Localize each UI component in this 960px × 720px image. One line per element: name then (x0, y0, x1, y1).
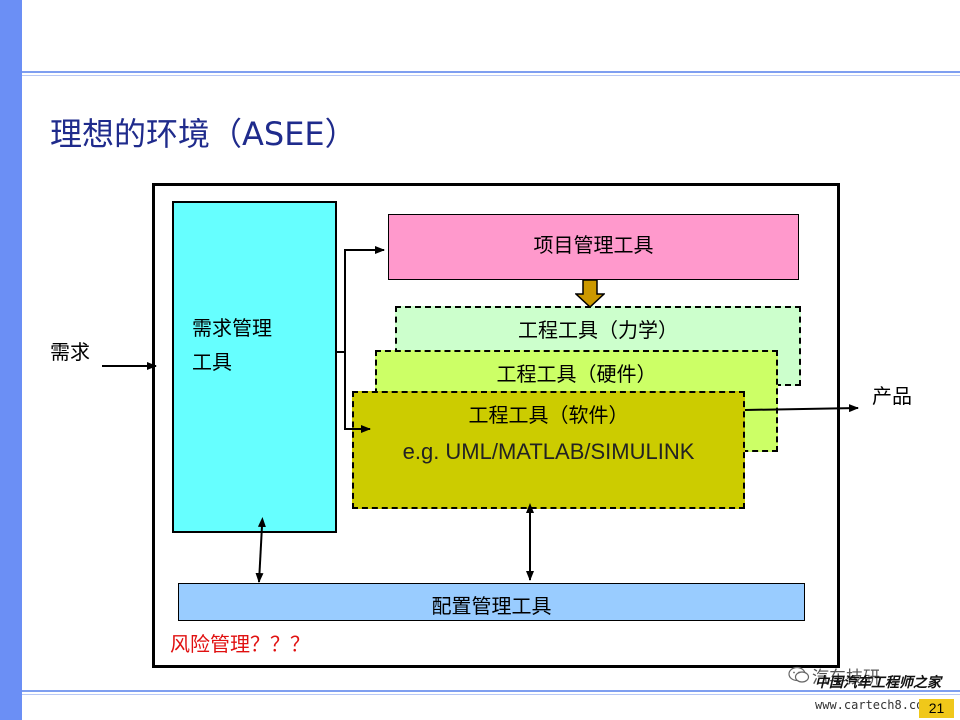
left-accent-bar (0, 0, 22, 720)
wechat-icon (788, 666, 810, 683)
project-to-engineering-arrow (575, 280, 605, 308)
watermark-site-name: 中国汽车工程师之家 (815, 675, 941, 691)
page-number-badge: 21 (919, 699, 954, 718)
engineering-tool-software-label: 工程工具（软件） (468, 403, 629, 427)
engineering-tool-software-example: e.g. UML/MATLAB/SIMULINK (402, 439, 695, 464)
engineering-tool-software-box: 工程工具（软件） e.g. UML/MATLAB/SIMULINK (352, 391, 745, 509)
requirements-tool-label-line1: 需求管理 (192, 316, 272, 340)
requirements-config-arrow (255, 517, 266, 583)
diagram-frame (152, 183, 840, 668)
config-tool-box: 配置管理工具 (178, 583, 805, 621)
project-tool-label: 项目管理工具 (533, 233, 654, 257)
footer-divider (22, 690, 960, 692)
requirements-to-project-arrow (337, 246, 385, 353)
input-label: 需求 (50, 340, 90, 364)
header-divider (22, 71, 960, 73)
output-arrow (744, 404, 859, 413)
engineering-tool-mechanics-label: 工程工具（力学） (518, 318, 678, 342)
requirements-tool-label: 需求管理 工具 (192, 311, 272, 379)
watermark-url: www.cartech8.com (815, 698, 931, 712)
header-divider-thin (22, 75, 960, 76)
requirements-to-software-arrow (337, 351, 371, 433)
engineering-tool-hardware-label: 工程工具（硬件） (496, 362, 657, 386)
footer-divider-thin (22, 694, 960, 695)
risk-management-note: 风险管理？？？ (170, 632, 310, 656)
slide-title: 理想的环境（ASEE） (50, 115, 357, 153)
requirements-tool-label-line2: 工具 (192, 350, 232, 374)
output-label: 产品 (872, 384, 912, 408)
requirements-tool-box: 需求管理 工具 (172, 201, 337, 533)
config-tool-label: 配置管理工具 (431, 594, 552, 618)
watermark-channel-name: 汽车技研 (812, 668, 880, 688)
